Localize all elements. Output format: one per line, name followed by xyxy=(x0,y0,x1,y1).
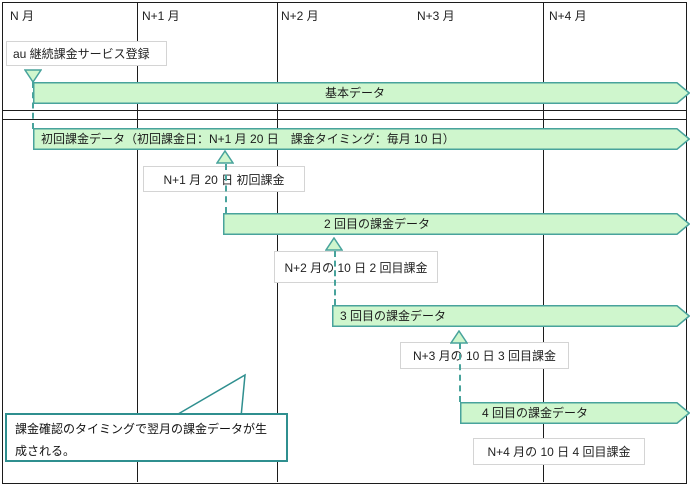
event-label-second-billing-text: N+2 月の 10 日 2 回目課金 xyxy=(284,260,428,275)
registration-label-text: au 継続課金サービス登録 xyxy=(13,47,150,61)
connector-registration-to-first-billing xyxy=(32,82,34,129)
bar-third-billing-data-label: 3 回目の課金データ xyxy=(340,309,447,323)
event-label-fourth-billing: N+4 月の 10 日 4 回目課金 xyxy=(473,438,645,465)
event-label-fourth-billing-text: N+4 月の 10 日 4 回目課金 xyxy=(487,445,631,459)
second-billing-marker-triangle-icon xyxy=(325,237,343,251)
column-header-n1: N+1 月 xyxy=(142,9,180,23)
month-grid-line-3 xyxy=(543,2,544,482)
section-separator-line-bottom xyxy=(2,119,686,120)
diagram-outer-border xyxy=(2,2,687,484)
bar-third-billing-data-shape xyxy=(332,305,690,327)
registration-marker-triangle-icon xyxy=(24,69,42,83)
bar-first-billing-data: 初回課金データ（初回課金日：N+1 月 20 日 課金タイミング：毎月 10 日… xyxy=(33,128,690,150)
note-callout-text: 課金確認のタイミングで翌月の課金データが生成される。 xyxy=(15,422,268,458)
month-grid-line-1 xyxy=(137,2,138,482)
bar-first-billing-data-label: 初回課金データ（初回課金日：N+1 月 20 日 課金タイミング：毎月 10 日… xyxy=(41,132,455,146)
column-header-n3: N+3 月 xyxy=(417,9,455,23)
registration-label: au 継続課金サービス登録 xyxy=(6,41,167,66)
connector-second-billing-to-third-bar xyxy=(334,251,336,305)
note-callout-tail xyxy=(172,373,246,418)
bar-third-billing-data: 3 回目の課金データ xyxy=(332,305,690,327)
note-callout: 課金確認のタイミングで翌月の課金データが生成される。 xyxy=(5,413,288,462)
event-label-first-billing: N+1 月 20 日 初回課金 xyxy=(143,166,305,192)
event-label-first-billing-text: N+1 月 20 日 初回課金 xyxy=(163,172,285,187)
connector-first-billing-to-second-bar xyxy=(225,164,227,213)
event-label-third-billing: N+3 月の 10 日 3 回目課金 xyxy=(400,342,569,369)
third-billing-marker-triangle-icon xyxy=(450,330,468,344)
bar-first-billing-data-shape xyxy=(33,128,690,150)
month-grid-line-2 xyxy=(277,2,278,482)
event-label-second-billing: N+2 月の 10 日 2 回目課金 xyxy=(274,251,438,283)
bar-basic-data: 基本データ xyxy=(33,82,690,104)
event-label-third-billing-text: N+3 月の 10 日 3 回目課金 xyxy=(412,349,557,363)
bar-second-billing-data-shape xyxy=(223,213,690,235)
bar-second-billing-data: 2 回目の課金データ xyxy=(223,213,690,235)
column-header-n2: N+2 月 xyxy=(281,9,319,23)
bar-fourth-billing-data: 4 回目の課金データ xyxy=(460,402,690,424)
connector-third-billing-to-fourth-bar xyxy=(459,343,461,402)
column-header-n4: N+4 月 xyxy=(549,9,587,23)
bar-fourth-billing-data-shape xyxy=(460,402,690,424)
section-separator-line-top xyxy=(2,110,686,111)
first-billing-marker-triangle-icon xyxy=(216,150,234,164)
bar-basic-data-label: 基本データ xyxy=(324,86,385,100)
bar-second-billing-data-label: 2 回目の課金データ xyxy=(324,217,431,231)
bar-fourth-billing-data-label: 4 回目の課金データ xyxy=(482,406,589,420)
column-header-n: N 月 xyxy=(10,9,35,23)
